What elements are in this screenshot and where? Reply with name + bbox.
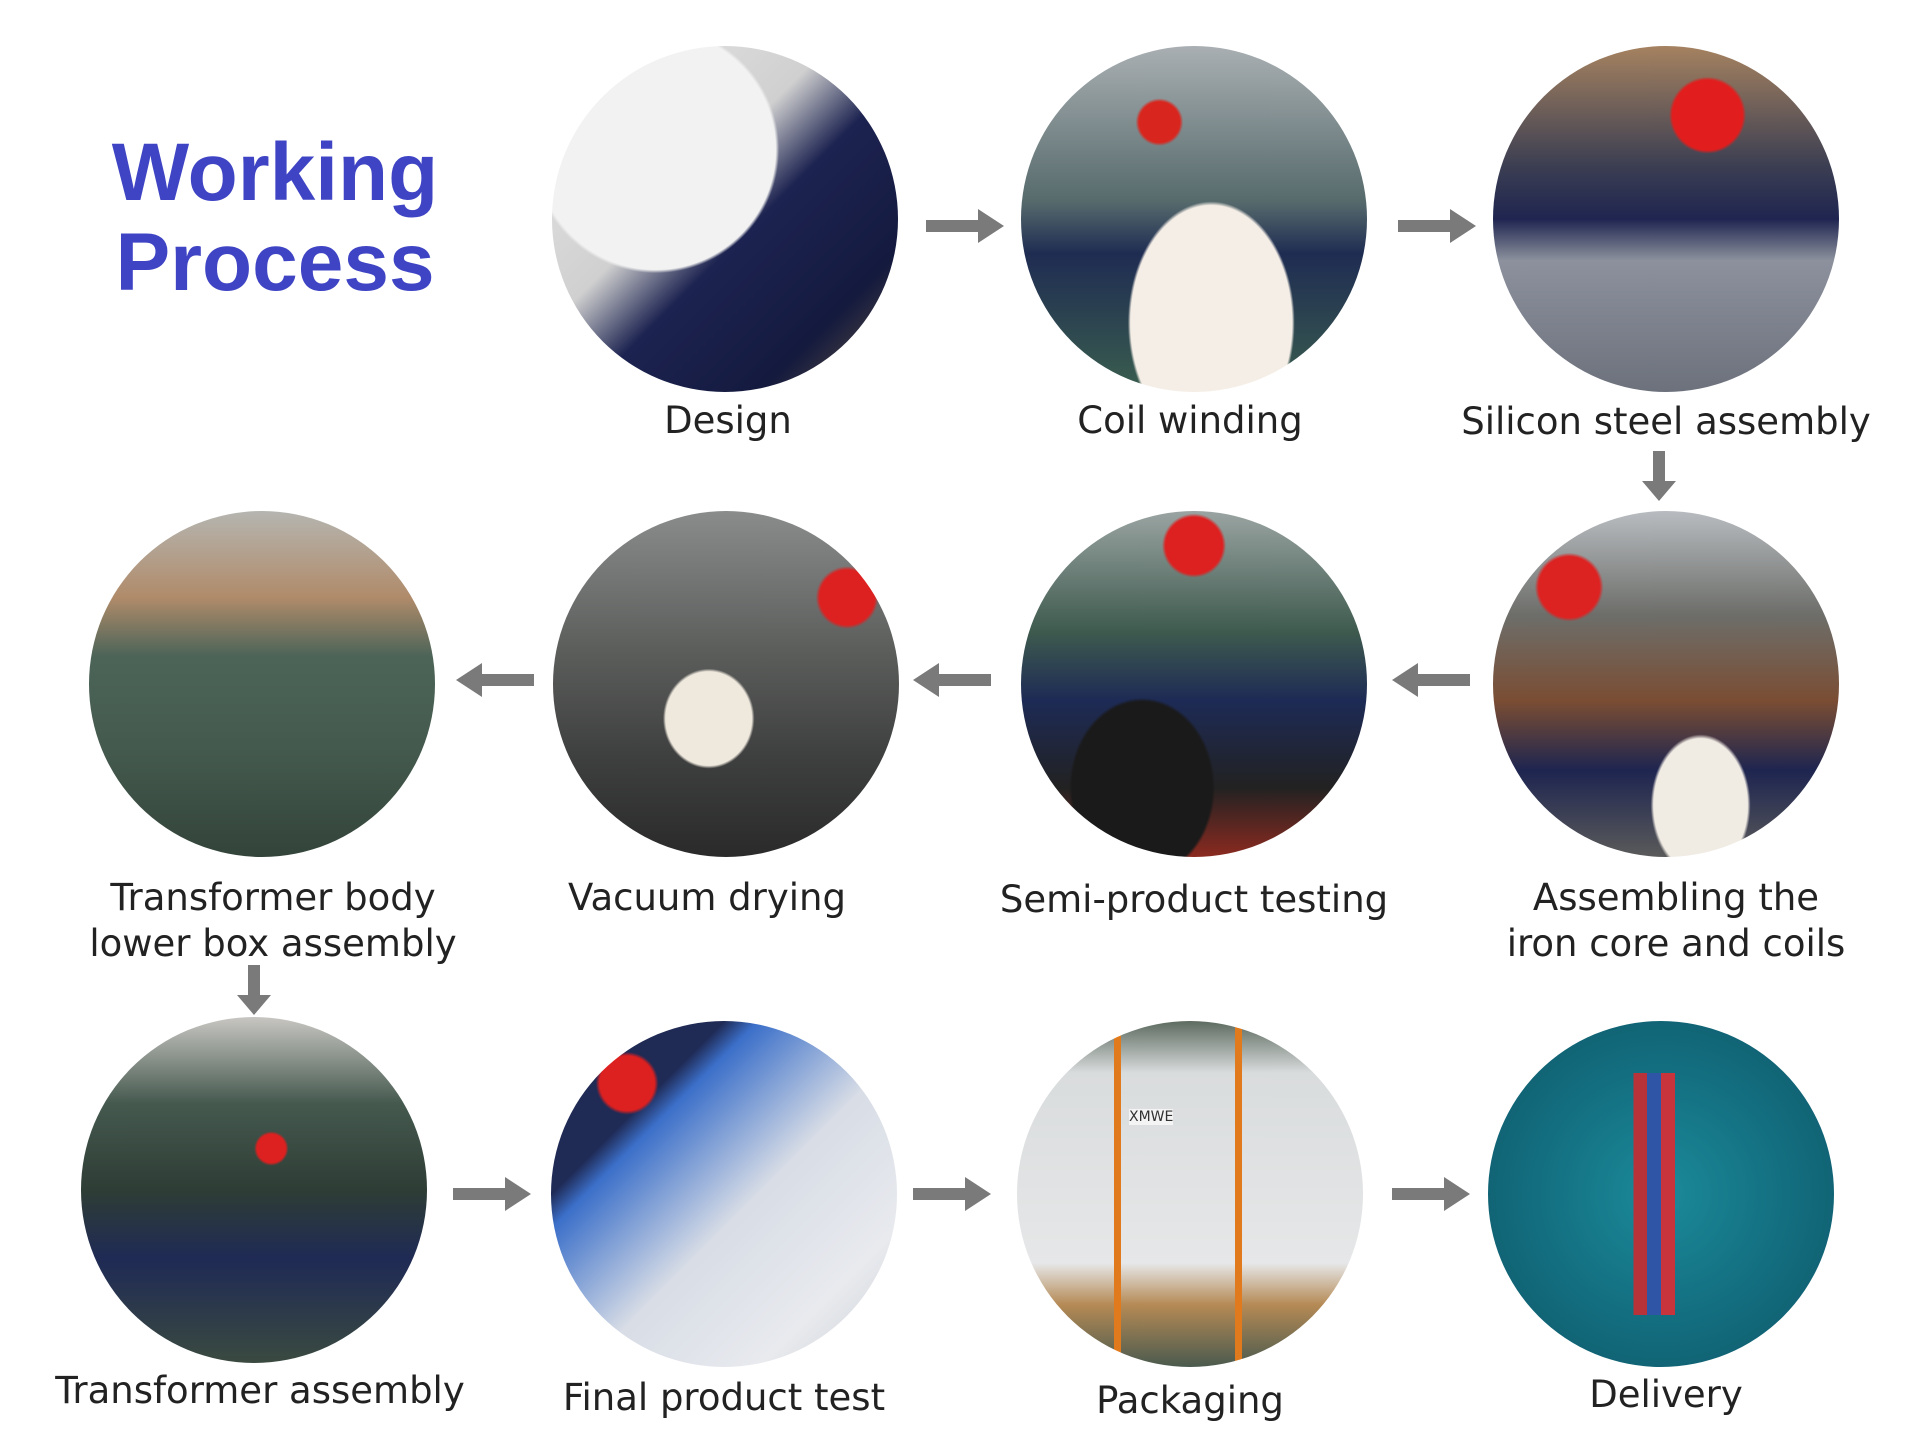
- step-label-transformer-assembly: Transformer assembly: [55, 1369, 465, 1412]
- title-line-2: Process: [115, 217, 435, 308]
- step-label-coil-winding: Coil winding: [1077, 399, 1303, 442]
- delivery-photo: [1488, 1021, 1834, 1367]
- arrow-down-icon: [237, 965, 271, 1015]
- design-photo: [552, 46, 898, 392]
- arrow-right-icon: [1392, 1177, 1470, 1211]
- coil-winding-photo: [1021, 46, 1367, 392]
- semi-product-testing-photo: [1021, 511, 1367, 857]
- arrow-left-icon: [1392, 663, 1470, 697]
- arrow-right-icon: [926, 209, 1004, 243]
- arrow-right-icon: [453, 1177, 531, 1211]
- step-label-packaging: Packaging: [1096, 1379, 1284, 1422]
- step-label-semi-product-testing: Semi-product testing: [999, 878, 1389, 921]
- step-label-final-product-test: Final product test: [562, 1376, 886, 1419]
- packaging-photo: XMWE: [1017, 1021, 1363, 1367]
- packaging-box-label: XMWE: [1129, 1109, 1174, 1125]
- step-label-vacuum-drying: Vacuum drying: [568, 876, 846, 919]
- step-label-lower-box-assembly: Transformer body lower box assembly: [89, 876, 457, 965]
- arrow-left-icon: [913, 663, 991, 697]
- vacuum-drying-photo: [553, 511, 899, 857]
- title-line-1: Working: [111, 127, 439, 218]
- final-product-test-photo: [551, 1021, 897, 1367]
- arrow-right-icon: [913, 1177, 991, 1211]
- step-label-assembling-core-coils: Assembling the iron core and coils: [1506, 876, 1846, 965]
- step-label-silicon-steel-assembly: Silicon steel assembly: [1461, 400, 1871, 443]
- transformer-assembly-photo: [81, 1017, 427, 1363]
- assembling-core-coils-photo: [1493, 511, 1839, 857]
- silicon-steel-assembly-photo: [1493, 46, 1839, 392]
- lower-box-assembly-photo: [89, 511, 435, 857]
- page-title: Working Process: [110, 128, 440, 308]
- step-label-delivery: Delivery: [1589, 1373, 1743, 1416]
- arrow-down-icon: [1642, 451, 1676, 501]
- arrow-right-icon: [1398, 209, 1476, 243]
- arrow-left-icon: [456, 663, 534, 697]
- step-label-design: Design: [664, 399, 792, 442]
